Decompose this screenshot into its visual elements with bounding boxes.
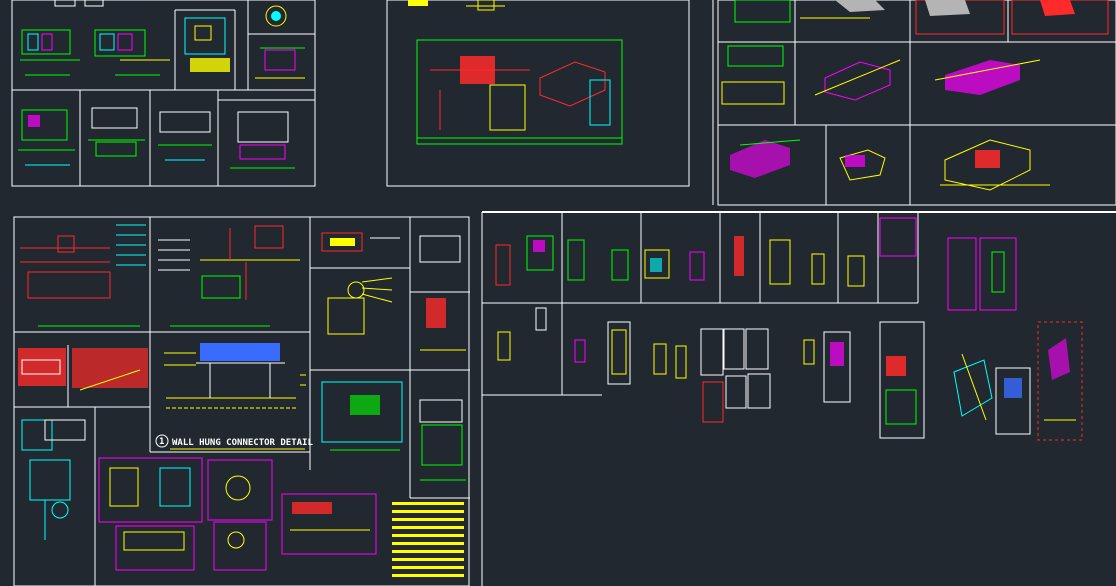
detail-duct-sections-left: [18, 348, 148, 540]
detail-general-notes: [392, 502, 464, 577]
sheet-top-middle[interactable]: [386, 0, 690, 187]
detail-magenta-fixtures: [98, 457, 377, 571]
detail-plumbing-risers: [495, 217, 1083, 441]
sheet-bottom-left[interactable]: [13, 216, 470, 586]
callout-number: 1: [159, 437, 164, 447]
detail-fan-and-heater: [321, 381, 466, 481]
sheet-top-right[interactable]: [712, 0, 1116, 206]
detail-unit-sections-row: [18, 107, 295, 169]
detail-electric-heater: [321, 232, 466, 351]
detail-condensing-unit-piping: [408, 0, 622, 139]
wall-hung-connector-label: WALL HUNG CONNECTOR DETAIL: [172, 438, 313, 448]
detail-piping-schematic: [20, 224, 300, 327]
sheet-top-left[interactable]: [11, 0, 316, 187]
detail-wall-hung-connector: [164, 343, 306, 409]
callout-bubble-icon: [155, 434, 169, 448]
sheet-bottom-right[interactable]: [481, 211, 1116, 586]
detail-ahu-isometrics: [721, 0, 1109, 191]
wall-hung-connector-title: 1 WALL HUNG CONNECTOR DETAIL: [155, 434, 313, 450]
detail-ahu-plan-1: [20, 5, 305, 79]
